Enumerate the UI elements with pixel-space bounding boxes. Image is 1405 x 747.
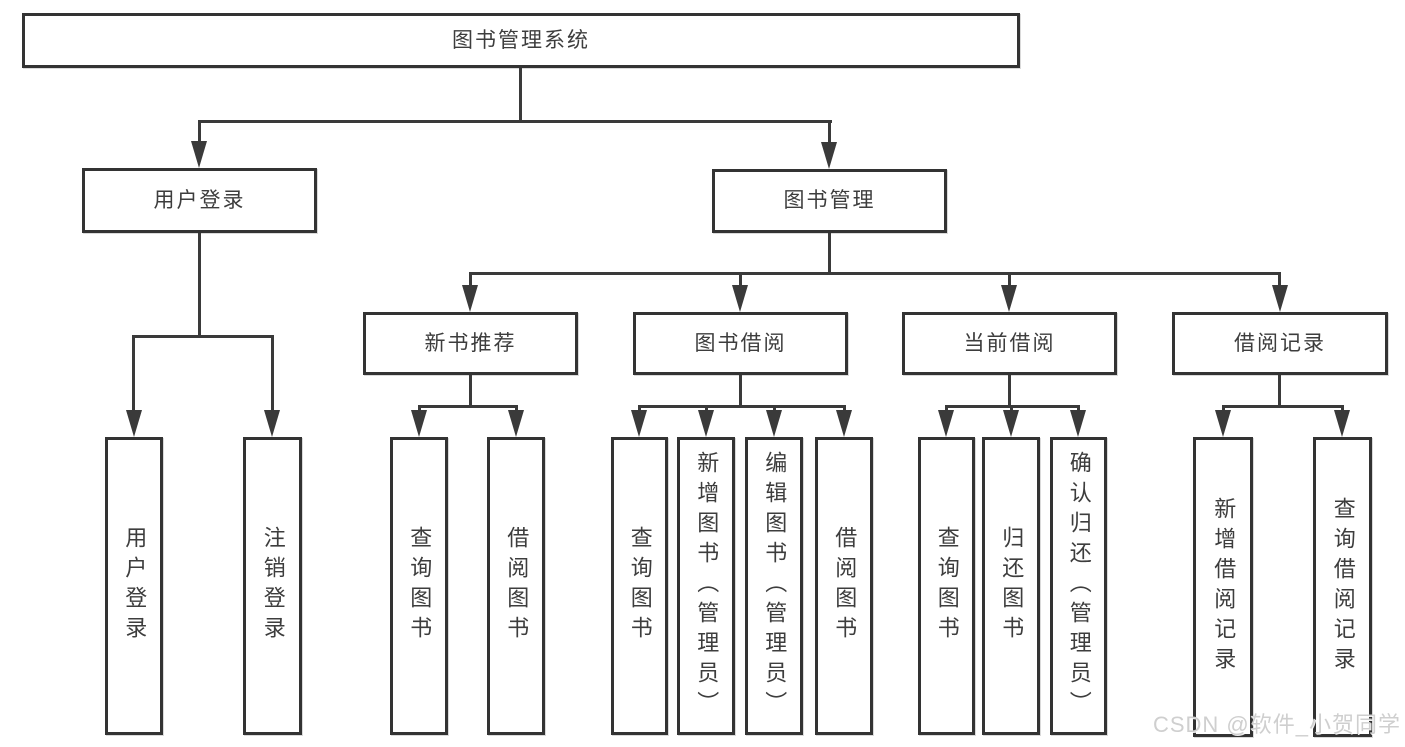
arrow-down-icon	[766, 410, 782, 437]
arrow-down-icon	[191, 141, 207, 168]
connector-bookmgmt-stem-4	[1278, 272, 1281, 286]
connector-borrow-stem-2	[705, 405, 708, 411]
node-book-borrow: 图书借阅	[633, 312, 848, 375]
connector-userlogin-stem-2	[271, 335, 274, 410]
leaf-current-query-books: 查询图书	[918, 437, 975, 735]
arrow-down-icon	[938, 410, 954, 437]
arrow-down-icon	[1003, 410, 1019, 437]
leaf-add-books-admin: 新增图书（管理员）	[677, 437, 735, 735]
leaf-recommend-query-books: 查询图书	[390, 437, 448, 735]
leaf-borrow-query-books: 查询图书	[611, 437, 668, 735]
connector-records-vline	[1278, 375, 1281, 408]
leaf-edit-books-admin: 编辑图书（管理员）	[745, 437, 803, 735]
connector-bookmgmt-stem-2	[739, 272, 742, 286]
arrow-down-icon	[264, 410, 280, 437]
connector-current-stem-2	[1010, 405, 1013, 411]
arrow-down-icon	[1001, 285, 1017, 312]
node-borrow-records: 借阅记录	[1172, 312, 1388, 375]
leaf-borrow-books: 借阅图书	[815, 437, 873, 735]
connector-userlogin-hline	[133, 335, 274, 338]
arrow-down-icon	[126, 410, 142, 437]
arrow-down-icon	[1070, 410, 1086, 437]
connector-records-stem-2	[1341, 405, 1344, 411]
connector-borrow-stem-4	[843, 405, 846, 411]
arrow-down-icon	[732, 285, 748, 312]
connector-recommend-stem-2	[515, 405, 518, 411]
node-book-management: 图书管理	[712, 169, 947, 233]
connector-userlogin-stem-1	[132, 335, 135, 410]
node-root: 图书管理系统	[22, 13, 1020, 68]
leaf-add-borrow-record: 新增借阅记录	[1193, 437, 1253, 737]
connector-borrow-hline	[638, 405, 846, 408]
connector-root-stem-right	[828, 122, 831, 143]
arrow-down-icon	[698, 410, 714, 437]
connector-root-hline	[198, 120, 832, 123]
connector-records-hline	[1222, 405, 1344, 408]
arrow-down-icon	[1272, 285, 1288, 312]
node-user-login: 用户登录	[82, 168, 317, 233]
leaf-logout: 注销登录	[243, 437, 302, 735]
arrow-down-icon	[1334, 410, 1350, 437]
leaf-return-books: 归还图书	[982, 437, 1040, 735]
node-new-book-recommend: 新书推荐	[363, 312, 578, 375]
connector-borrow-vline	[739, 375, 742, 408]
connector-current-stem-3	[1077, 405, 1080, 411]
leaf-confirm-return-admin: 确认归还（管理员）	[1050, 437, 1107, 735]
connector-bookmgmt-stem-1	[469, 272, 472, 286]
connector-bookmgmt-stem-3	[1008, 272, 1011, 286]
leaf-user-login: 用户登录	[105, 437, 163, 735]
connector-recommend-stem-1	[418, 405, 421, 411]
leaf-recommend-borrow-books: 借阅图书	[487, 437, 545, 735]
connector-current-stem-1	[945, 405, 948, 411]
arrow-down-icon	[631, 410, 647, 437]
connector-borrow-stem-3	[773, 405, 776, 411]
arrow-down-icon	[821, 142, 837, 169]
connector-borrow-stem-1	[638, 405, 641, 411]
arrow-down-icon	[508, 410, 524, 437]
arrow-down-icon	[836, 410, 852, 437]
leaf-query-borrow-record: 查询借阅记录	[1313, 437, 1372, 737]
connector-recommend-hline	[418, 405, 518, 408]
watermark: CSDN @软件_小贺同学	[1152, 712, 1401, 737]
connector-bookmgmt-vline	[828, 233, 831, 275]
connector-root-vline	[519, 68, 522, 123]
connector-bookmgmt-hline	[469, 272, 1281, 275]
arrow-down-icon	[411, 410, 427, 437]
connector-root-stem-left	[198, 122, 201, 142]
connector-records-stem-1	[1222, 405, 1225, 411]
connector-userlogin-vline	[198, 233, 201, 338]
connector-current-vline	[1008, 375, 1011, 408]
arrow-down-icon	[1215, 410, 1231, 437]
connector-recommend-vline	[469, 375, 472, 408]
arrow-down-icon	[462, 285, 478, 312]
node-current-borrow: 当前借阅	[902, 312, 1117, 375]
